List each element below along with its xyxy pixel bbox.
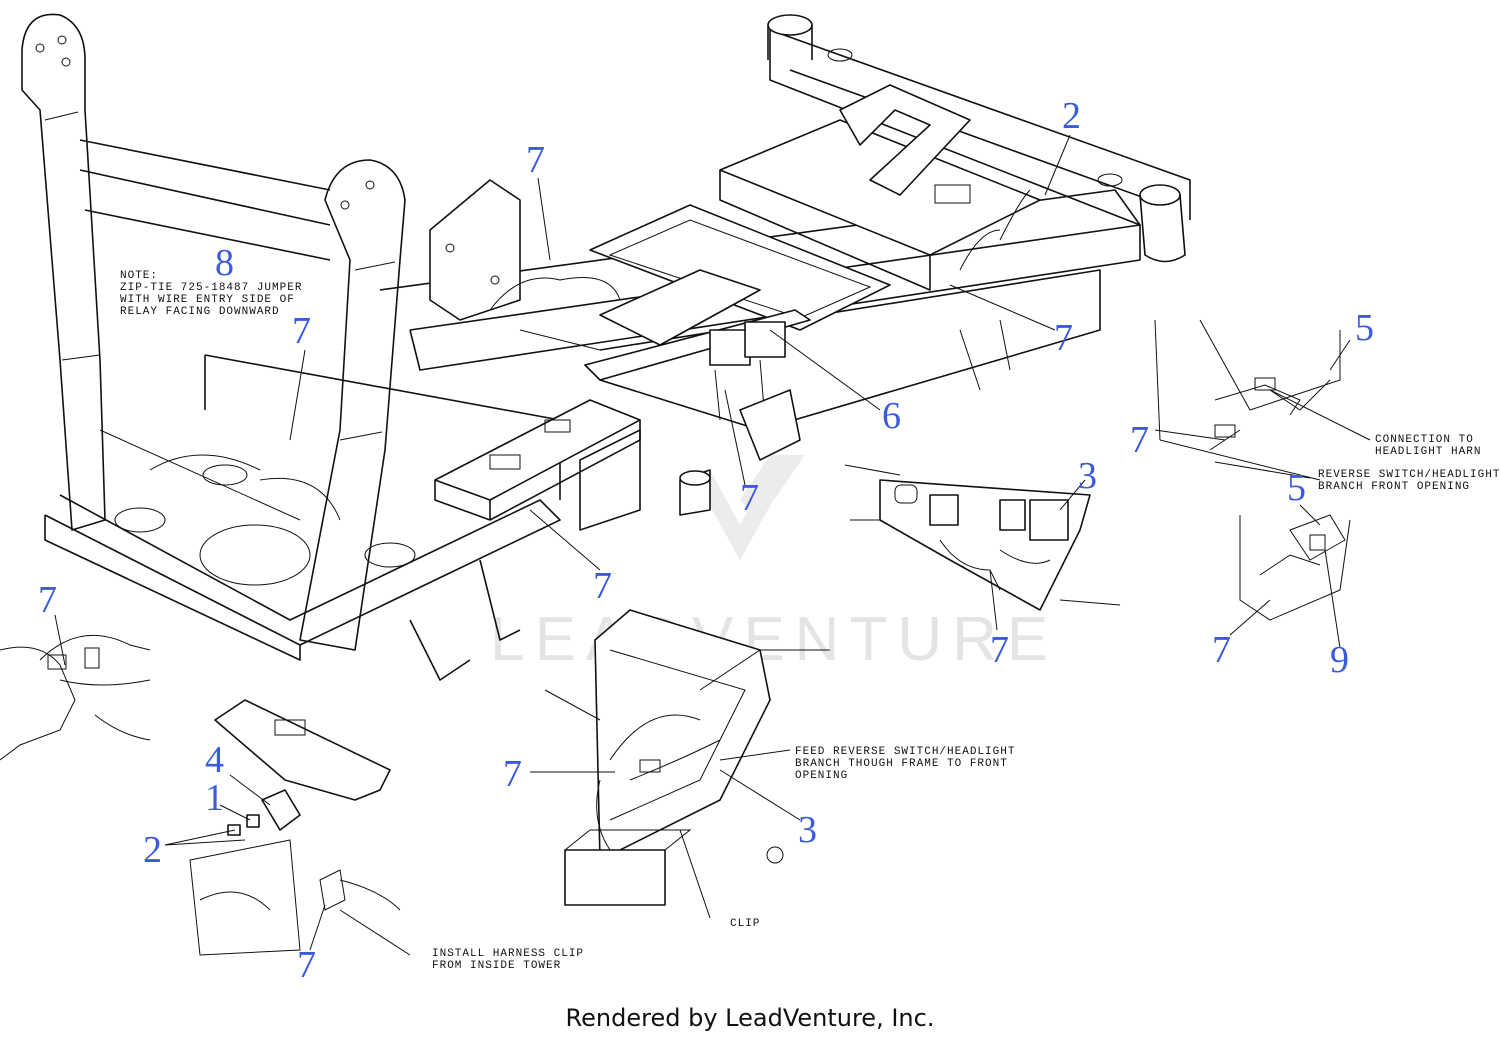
svg-text:BRANCH FRONT OPENING: BRANCH FRONT OPENING <box>1318 481 1470 493</box>
svg-text:ZIP-TIE 725-18487 JUMPER: ZIP-TIE 725-18487 JUMPER <box>120 282 302 294</box>
feed-reverse-note: FEED REVERSE SWITCH/HEADLIGHT BRANCH THO… <box>795 746 1015 782</box>
callout-1: 1 <box>205 777 224 819</box>
svg-text:OPENING: OPENING <box>795 770 848 782</box>
callout-9: 9 <box>1330 639 1349 681</box>
svg-text:NOTE:: NOTE: <box>120 270 158 282</box>
leader-lines <box>54 134 1371 956</box>
footer-credit: Rendered by LeadVenture, Inc. <box>565 1004 935 1032</box>
relay-note: NOTE: ZIP-TIE 725-18487 JUMPER WITH WIRE… <box>120 270 302 318</box>
callout-7-k: 7 <box>503 753 522 795</box>
svg-text:BRANCH THOUGH FRAME TO FRONT: BRANCH THOUGH FRAME TO FRONT <box>795 758 1008 770</box>
callout-5-b: 5 <box>1287 467 1306 509</box>
svg-text:CONNECTION TO: CONNECTION TO <box>1375 434 1474 446</box>
callout-3-b: 3 <box>798 809 817 851</box>
wiring-harness-diagram: LEADVENTURE <box>0 13 1500 986</box>
callout-7-d: 7 <box>740 477 759 519</box>
svg-text:HEADLIGHT HARN: HEADLIGHT HARN <box>1375 446 1481 458</box>
connection-note: CONNECTION TO HEADLIGHT HARN <box>1375 434 1481 458</box>
callout-3-a: 3 <box>1078 455 1097 497</box>
svg-text:FEED REVERSE SWITCH/HEADLIGHT: FEED REVERSE SWITCH/HEADLIGHT <box>795 746 1015 758</box>
callout-8: 8 <box>215 242 234 284</box>
callout-7-e: 7 <box>593 565 612 607</box>
clip-note: CLIP <box>730 918 760 930</box>
inset-battery-tower <box>544 609 830 906</box>
callout-7-h: 7 <box>1212 629 1231 671</box>
inset-reverse-switch <box>1239 514 1351 621</box>
main-frame-drawing <box>21 13 1191 681</box>
svg-text:WITH WIRE ENTRY SIDE OF: WITH WIRE ENTRY SIDE OF <box>120 294 295 306</box>
callout-2-top: 2 <box>1062 95 1081 137</box>
callouts: 2 7 8 7 7 6 7 7 5 7 3 5 7 7 9 7 4 1 2 7 … <box>38 95 1374 986</box>
svg-text:FROM INSIDE TOWER: FROM INSIDE TOWER <box>432 960 561 972</box>
callout-7-a: 7 <box>526 139 545 181</box>
callout-6: 6 <box>882 395 901 437</box>
reverse-switch-note: REVERSE SWITCH/HEADLIGHT BRANCH FRONT OP… <box>1318 469 1500 493</box>
callout-7-i: 7 <box>38 579 57 621</box>
install-clip-note: INSTALL HARNESS CLIP FROM INSIDE TOWER <box>432 948 584 972</box>
callout-4: 4 <box>205 739 224 781</box>
svg-text:INSTALL HARNESS CLIP: INSTALL HARNESS CLIP <box>432 948 584 960</box>
inset-left-connector <box>0 634 151 761</box>
callout-7-c: 7 <box>1054 317 1073 359</box>
svg-text:RELAY FACING DOWNWARD: RELAY FACING DOWNWARD <box>120 306 280 318</box>
callout-7-b: 7 <box>292 310 311 352</box>
callout-2-b: 2 <box>143 829 162 871</box>
callout-7-j: 7 <box>297 944 316 986</box>
callout-5-a: 5 <box>1355 307 1374 349</box>
callout-7-f: 7 <box>1130 419 1149 461</box>
watermark: LEADVENTURE <box>490 455 1058 674</box>
inset-connection-headlight <box>1154 319 1341 481</box>
callout-7-g: 7 <box>990 629 1009 671</box>
watermark-text: LEADVENTURE <box>490 605 1058 674</box>
svg-text:REVERSE SWITCH/HEADLIGHT: REVERSE SWITCH/HEADLIGHT <box>1318 469 1500 481</box>
inset-control-module <box>844 464 1121 611</box>
